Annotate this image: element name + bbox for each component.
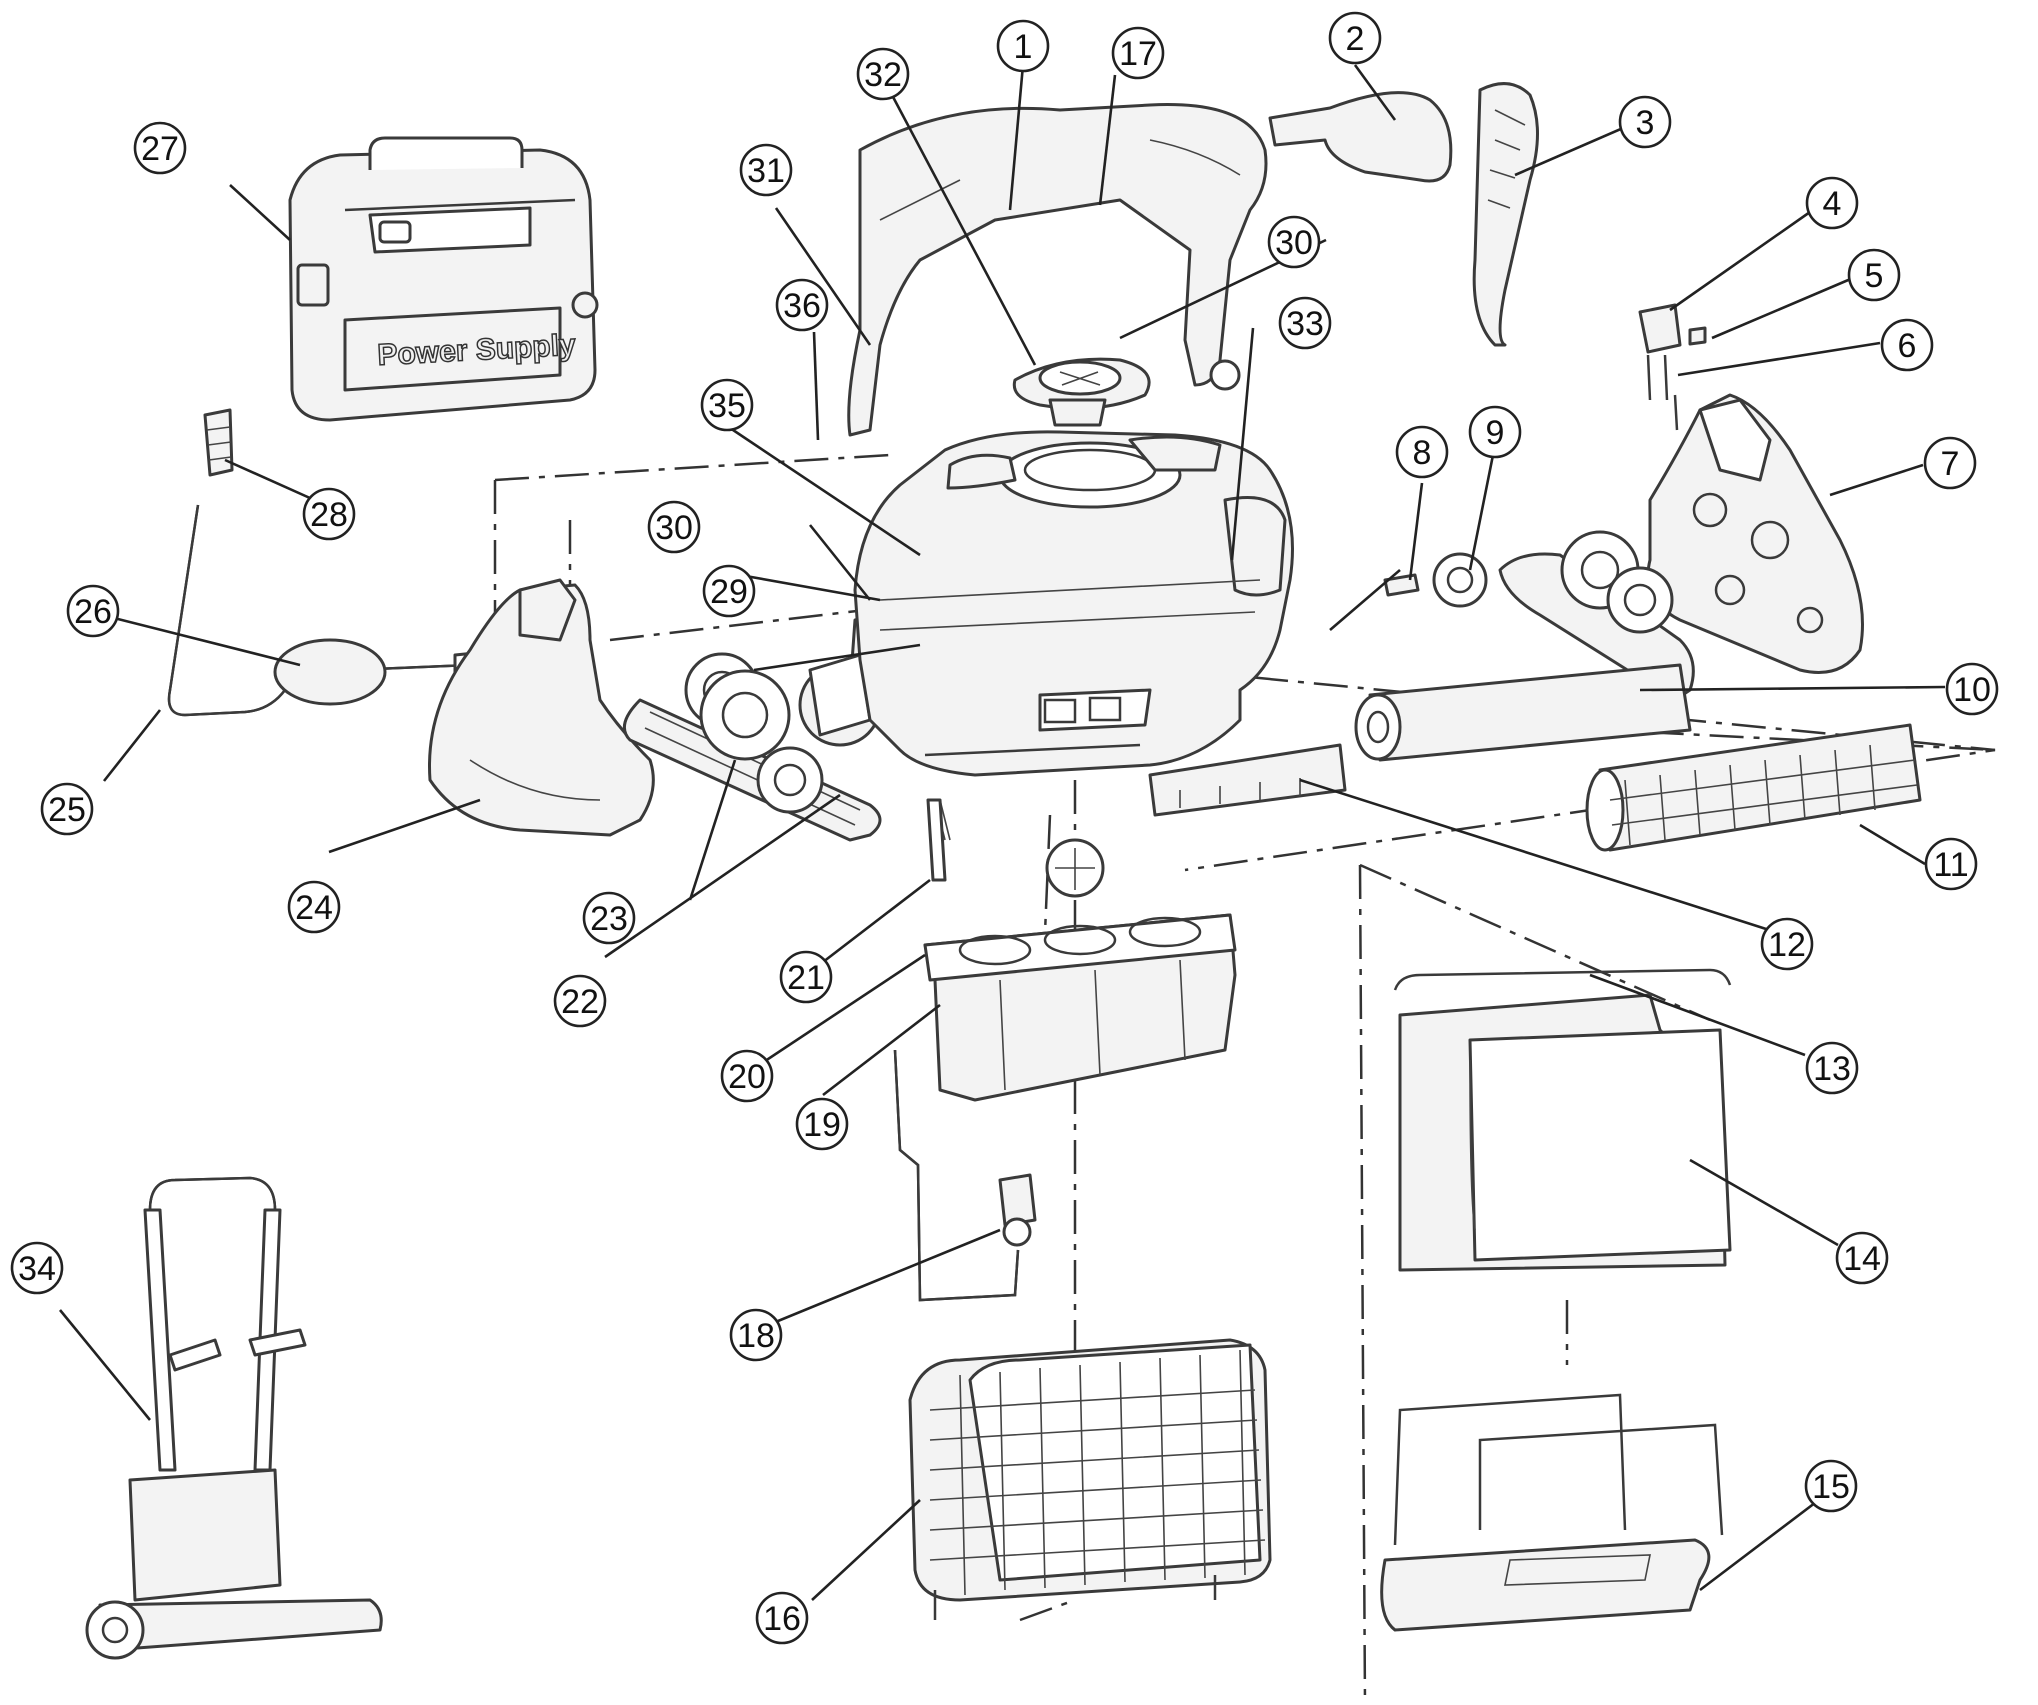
svg-text:31: 31 [747, 152, 785, 190]
callout-17: 17 [1111, 26, 1165, 80]
svg-text:12: 12 [1768, 926, 1806, 964]
svg-text:33: 33 [1286, 305, 1324, 343]
callout-28: 28 [302, 487, 356, 541]
svg-text:14: 14 [1843, 1240, 1881, 1278]
svg-text:9: 9 [1486, 414, 1505, 452]
callout-18: 18 [729, 1308, 783, 1362]
callout-5: 5 [1847, 248, 1901, 302]
callout-12: 12 [1760, 917, 1814, 971]
callout-8: 8 [1395, 425, 1449, 479]
left-side-panel [428, 578, 655, 837]
svg-text:10: 10 [1953, 671, 1991, 709]
callout-11: 11 [1924, 837, 1978, 891]
svg-text:18: 18 [737, 1317, 775, 1355]
filter-bag [1393, 968, 1732, 1272]
svg-text:30: 30 [1275, 224, 1313, 262]
bottom-flap [1148, 743, 1347, 817]
pin-and-bushing [1383, 552, 1488, 608]
callout-30-upper: 30 [1267, 215, 1321, 269]
callout-3: 3 [1618, 95, 1672, 149]
callout-33: 33 [1278, 296, 1332, 350]
svg-text:28: 28 [310, 496, 348, 534]
svg-text:35: 35 [708, 387, 746, 425]
callout-24: 24 [287, 880, 341, 934]
callout-leader-lines [58, 64, 1946, 1601]
svg-text:13: 13 [1813, 1050, 1851, 1088]
svg-text:15: 15 [1812, 1468, 1850, 1506]
svg-text:34: 34 [18, 1250, 56, 1288]
svg-text:11: 11 [1933, 846, 1968, 884]
svg-text:16: 16 [763, 1600, 801, 1638]
callout-6: 6 [1880, 318, 1934, 372]
filter-frame-tray [1380, 1393, 1724, 1632]
callout-21: 21 [779, 950, 833, 1004]
callout-1: 1 [996, 19, 1050, 73]
transport-caddy [85, 1176, 383, 1660]
callout-20: 20 [720, 1049, 774, 1103]
svg-text:7: 7 [1941, 445, 1960, 483]
handle-assembly [847, 82, 1539, 437]
callout-31: 31 [739, 143, 793, 197]
callout-36: 36 [775, 278, 829, 332]
svg-text:1: 1 [1014, 28, 1033, 66]
svg-text:36: 36 [783, 287, 821, 325]
callout-32: 32 [856, 47, 910, 101]
svg-text:6: 6 [1898, 327, 1917, 365]
callout-22: 22 [553, 974, 607, 1028]
svg-text:5: 5 [1865, 257, 1884, 295]
power-supply-unit: Power Supply [288, 136, 599, 422]
callout-27: 27 [133, 121, 187, 175]
svg-text:8: 8 [1413, 434, 1432, 472]
callout-35: 35 [700, 378, 754, 432]
svg-text:30: 30 [655, 509, 693, 547]
internal-cable [893, 1049, 1037, 1302]
svg-text:26: 26 [74, 593, 112, 631]
callout-9: 9 [1468, 405, 1522, 459]
impeller-cover [1012, 357, 1151, 427]
svg-text:25: 25 [48, 791, 86, 829]
connector-plug [203, 408, 234, 477]
svg-text:32: 32 [864, 56, 902, 94]
svg-text:23: 23 [590, 900, 628, 938]
svg-text:24: 24 [295, 889, 333, 927]
callout-4: 4 [1805, 176, 1859, 230]
mesh-filter-basket [908, 1338, 1272, 1620]
callout-7: 7 [1923, 436, 1977, 490]
svg-text:19: 19 [803, 1106, 841, 1144]
callout-26: 26 [66, 584, 120, 638]
callout-16: 16 [755, 1591, 809, 1645]
svg-text:22: 22 [561, 983, 599, 1021]
callout-2: 2 [1328, 11, 1382, 65]
svg-text:20: 20 [728, 1058, 766, 1096]
right-side-panel [1646, 393, 1864, 674]
right-drive-track [1498, 530, 1695, 702]
svg-text:29: 29 [710, 573, 748, 611]
callout-13: 13 [1805, 1041, 1859, 1095]
callout-10: 10 [1945, 662, 1999, 716]
svg-text:17: 17 [1119, 35, 1157, 73]
svg-text:3: 3 [1636, 104, 1655, 142]
callout-34: 34 [10, 1241, 64, 1295]
callout-23: 23 [582, 891, 636, 945]
svg-text:4: 4 [1823, 185, 1842, 223]
callout-29: 29 [702, 564, 756, 618]
clip-and-springs [1638, 303, 1707, 431]
filter-housing [923, 838, 1237, 1102]
callout-30-lower: 30 [647, 500, 701, 554]
callout-25: 25 [40, 782, 94, 836]
svg-text:21: 21 [787, 959, 825, 997]
main-robot-body [853, 430, 1294, 777]
callout-15: 15 [1804, 1459, 1858, 1513]
svg-text:2: 2 [1346, 20, 1365, 58]
callout-19: 19 [795, 1097, 849, 1151]
roller-tube [1354, 663, 1692, 762]
callout-14: 14 [1835, 1231, 1889, 1285]
svg-text:27: 27 [141, 130, 179, 168]
pva-brush [1585, 723, 1922, 852]
